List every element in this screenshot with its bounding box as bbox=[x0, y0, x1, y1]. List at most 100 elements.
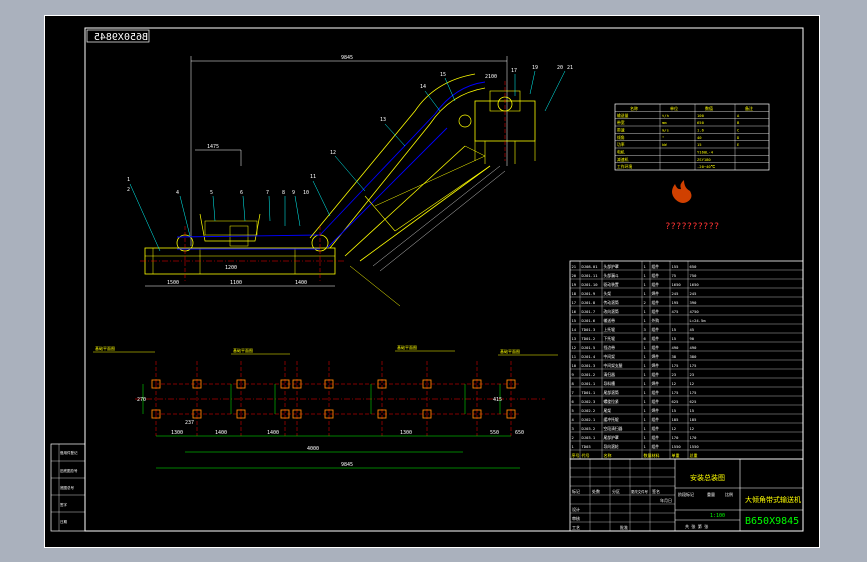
parts-cell-19-2: 尾部护罩 bbox=[604, 435, 619, 440]
parts-cell-2-6: 1650 bbox=[690, 282, 700, 287]
fdn-dim-4: 1300 bbox=[400, 430, 412, 436]
cad-drawing: B650X9845 9845 1475 bbox=[50, 27, 804, 532]
parts-cell-10-6: 380 bbox=[690, 354, 698, 359]
parts-cell-4-5: 195 bbox=[672, 300, 679, 305]
fdn-dim-1: 1300 bbox=[171, 430, 183, 436]
parts-cell-5-5: 475 bbox=[672, 309, 679, 314]
tech-cell-3-0: 倾角 bbox=[617, 135, 625, 140]
parts-cell-10-2: 中间架 bbox=[604, 354, 616, 359]
tech-header-unit: 单位 bbox=[670, 105, 678, 111]
parts-cell-20-0: 1 bbox=[572, 444, 575, 449]
dim-span-right: 1400 bbox=[295, 280, 307, 286]
part-label-12: 12 bbox=[330, 150, 336, 156]
parts-cell-11-4: 焊件 bbox=[652, 363, 660, 368]
parts-cell-9-2: 挡边带 bbox=[604, 345, 616, 350]
parts-cell-20-5: 1550 bbox=[672, 444, 682, 449]
parts-cell-16-6: 15 bbox=[690, 408, 695, 413]
tech-cell-0-3: A bbox=[737, 113, 740, 118]
parts-header-2: 名称 bbox=[604, 452, 612, 458]
parts-cell-11-0: 10 bbox=[572, 363, 577, 368]
parts-cell-0-5: 155 bbox=[672, 264, 679, 269]
parts-cell-2-1: DJ01.10 bbox=[582, 282, 599, 287]
parts-cell-8-5: 15 bbox=[672, 336, 677, 341]
part-label-10: 10 bbox=[303, 190, 309, 196]
tech-header-value: 数值 bbox=[705, 105, 713, 111]
parts-cell-0-2: 头部护罩 bbox=[604, 264, 619, 269]
tech-cell-4-1: kW bbox=[662, 142, 667, 147]
part-label-13: 13 bbox=[380, 117, 386, 123]
parts-cell-19-4: 组件 bbox=[652, 435, 660, 440]
parts-cell-9-1: DJ01.5 bbox=[582, 345, 596, 350]
parts-cell-14-0: 7 bbox=[572, 390, 574, 395]
flame-logo-icon bbox=[672, 180, 692, 203]
parts-cell-9-3: 1 bbox=[644, 345, 647, 350]
parts-cell-3-5: 245 bbox=[672, 291, 679, 296]
parts-cell-9-5: 490 bbox=[672, 345, 680, 350]
title-label-count: 处数 bbox=[592, 488, 600, 494]
tech-cell-6-0: 减速机 bbox=[617, 157, 629, 162]
title-role-process: 工艺 bbox=[572, 525, 580, 530]
tech-header-name: 名称 bbox=[630, 105, 638, 111]
tech-cell-4-2: 15 bbox=[697, 142, 702, 147]
parts-cell-16-5: 15 bbox=[672, 408, 677, 413]
side-label-1: 借用件登记 bbox=[60, 450, 78, 455]
drawing-title-center: 安装总装图 bbox=[690, 473, 725, 482]
parts-cell-13-0: 8 bbox=[572, 381, 575, 386]
parts-cell-20-3: 1 bbox=[644, 444, 647, 449]
parts-cell-1-5: 75 bbox=[672, 273, 677, 278]
parts-cell-11-1: DJ01.3 bbox=[582, 363, 596, 368]
drawing-title-right: 大倾角带式输送机 bbox=[745, 495, 801, 504]
parts-cell-12-1: DJ01.2 bbox=[582, 372, 596, 377]
tech-cell-0-1: t/h bbox=[662, 113, 669, 118]
parts-cell-13-5: 12 bbox=[672, 381, 677, 386]
part-label-15: 15 bbox=[440, 72, 446, 78]
parts-cell-4-3: 2 bbox=[644, 300, 646, 305]
fdn-dim-sum: 4000 bbox=[307, 446, 319, 452]
title-role-design: 设计 bbox=[572, 506, 580, 512]
title-ratio: 比例 bbox=[725, 491, 733, 497]
parts-cell-8-3: 6 bbox=[644, 336, 647, 341]
parts-cell-6-2: 输送带 bbox=[604, 318, 616, 323]
parts-cell-0-6: 650 bbox=[690, 264, 698, 269]
parts-cell-9-4: 组件 bbox=[652, 345, 660, 350]
parts-cell-13-4: 焊件 bbox=[652, 381, 660, 386]
parts-cell-16-1: DJ02.2 bbox=[582, 408, 596, 413]
mirrored-code-box bbox=[86, 29, 150, 43]
parts-header-0: 序号 bbox=[572, 452, 580, 458]
parts-cell-8-1: TD01.2 bbox=[582, 336, 596, 341]
parts-cell-19-6: 170 bbox=[690, 435, 698, 440]
title-label-doc: 更改文件号 bbox=[631, 489, 649, 494]
fdn-dim-2: 1400 bbox=[215, 430, 227, 436]
part-label-5: 5 bbox=[210, 190, 213, 196]
part-label-20: 20 bbox=[557, 65, 563, 71]
parts-cell-17-3: 1 bbox=[644, 417, 647, 422]
dim-overall-bottom: 9845 bbox=[341, 462, 353, 468]
fdn-view-label-4: 基础平面图 bbox=[500, 348, 520, 354]
title-role-review: 审核 bbox=[572, 515, 580, 521]
parts-cell-10-4: 焊件 bbox=[652, 354, 660, 359]
tech-cell-1-2: 650 bbox=[697, 120, 705, 125]
parts-cell-12-6: 23 bbox=[690, 372, 695, 377]
parts-cell-15-4: 组件 bbox=[652, 399, 660, 404]
title-block: 标记 处数 分区 更改文件号 签名 年月日 设计 审核 工艺 批准 阶段标记 重… bbox=[569, 458, 804, 532]
parts-cell-3-2: 头架 bbox=[604, 291, 612, 296]
parts-cell-4-4: 组件 bbox=[652, 300, 660, 305]
parts-cell-20-1: TD03 bbox=[582, 444, 591, 449]
parts-cell-11-2: 中间架支腿 bbox=[604, 363, 623, 368]
parts-cell-18-5: 12 bbox=[672, 426, 677, 431]
parts-cell-7-0: 14 bbox=[572, 327, 577, 332]
parts-cell-3-4: 焊件 bbox=[652, 291, 660, 296]
dim-span-left: 1500 bbox=[167, 280, 179, 286]
title-label-sign: 签名 bbox=[652, 488, 660, 494]
parts-cell-16-4: 焊件 bbox=[652, 408, 660, 413]
tech-cell-3-3: D bbox=[737, 135, 740, 140]
fdn-view-label-3: 基础平面图 bbox=[397, 344, 417, 350]
parts-cell-7-5: 15 bbox=[672, 327, 677, 332]
parts-cell-3-3: 1 bbox=[644, 291, 647, 296]
fdn-dim-small-1: 237 bbox=[185, 420, 194, 426]
part-label-17: 17 bbox=[511, 68, 517, 74]
parts-header-3: 数量 bbox=[644, 452, 652, 458]
parts-cell-15-3: 1 bbox=[644, 399, 647, 404]
parts-cell-5-6: 4750 bbox=[690, 309, 700, 314]
parts-cell-16-3: 1 bbox=[644, 408, 647, 413]
